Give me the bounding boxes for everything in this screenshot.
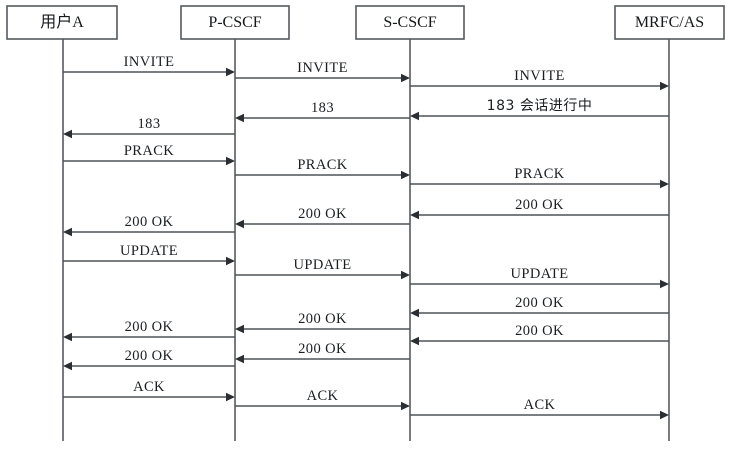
message-pcscf-to-scscf: PRACK bbox=[235, 157, 410, 180]
message-scscf-to-mrfc: INVITE bbox=[410, 68, 669, 91]
message-arrow-head bbox=[410, 308, 419, 318]
message-label: INVITE bbox=[297, 60, 348, 76]
message-arrow-head bbox=[226, 256, 235, 266]
message-arrow-head bbox=[401, 73, 410, 83]
message-label: 183 bbox=[138, 116, 161, 132]
message-pcscf-to-ua: 183 bbox=[63, 116, 235, 139]
message-scscf-to-pcscf: 183 bbox=[235, 100, 410, 123]
message-ua-to-pcscf: INVITE bbox=[63, 54, 235, 77]
message-arrow-head bbox=[660, 179, 669, 189]
actor-label-ua: 用户A bbox=[40, 13, 84, 31]
message-pcscf-to-scscf: INVITE bbox=[235, 60, 410, 83]
message-arrow-head bbox=[235, 219, 244, 229]
message-label: PRACK bbox=[514, 166, 564, 182]
message-pcscf-to-scscf: UPDATE bbox=[235, 257, 410, 280]
message-label: INVITE bbox=[514, 68, 565, 84]
message-mrfc-to-scscf: 200 OK bbox=[410, 323, 669, 346]
message-label: PRACK bbox=[297, 157, 347, 173]
message-pcscf-to-ua: 200 OK bbox=[63, 319, 235, 342]
message-label: 200 OK bbox=[125, 319, 174, 335]
message-label: 200 OK bbox=[515, 295, 564, 311]
message-arrow-head bbox=[226, 156, 235, 166]
message-mrfc-to-scscf: 183 会话进行中 bbox=[410, 98, 669, 121]
message-scscf-to-pcscf: 200 OK bbox=[235, 206, 410, 229]
message-label: PRACK bbox=[124, 143, 174, 159]
message-ua-to-pcscf: UPDATE bbox=[63, 243, 235, 266]
message-label: ACK bbox=[307, 388, 339, 404]
message-arrow-head bbox=[410, 210, 419, 220]
message-label: ACK bbox=[133, 379, 165, 395]
message-arrow-head bbox=[226, 392, 235, 402]
message-arrow-head bbox=[410, 111, 419, 121]
message-scscf-to-mrfc: UPDATE bbox=[410, 266, 669, 289]
message-label: UPDATE bbox=[120, 243, 178, 259]
actor-box-scscf[interactable]: S-CSCF bbox=[355, 5, 465, 40]
message-arrow-head bbox=[226, 67, 235, 77]
actor-label-mrfc: MRFC/AS bbox=[635, 14, 704, 31]
lifelines-layer bbox=[62, 39, 670, 441]
message-arrow-head bbox=[235, 354, 244, 364]
message-arrow-head bbox=[63, 129, 72, 139]
actor-box-mrfc[interactable]: MRFC/AS bbox=[614, 5, 725, 40]
message-arrow-head bbox=[235, 113, 244, 123]
message-arrow-head bbox=[401, 170, 410, 180]
message-arrow-head bbox=[660, 279, 669, 289]
message-label: 183 bbox=[311, 100, 334, 116]
message-mrfc-to-scscf: 200 OK bbox=[410, 295, 669, 318]
message-ua-to-pcscf: ACK bbox=[63, 379, 235, 402]
message-arrow-head bbox=[660, 410, 669, 420]
message-arrow-head bbox=[660, 81, 669, 91]
message-label: 200 OK bbox=[125, 214, 174, 230]
message-label: 200 OK bbox=[298, 206, 347, 222]
actors-layer: 用户A P-CSCF S-CSCF MRFC/AS bbox=[6, 5, 725, 40]
message-label: 200 OK bbox=[515, 323, 564, 339]
message-pcscf-to-ua: 200 OK bbox=[63, 214, 235, 237]
message-arrow-head bbox=[63, 227, 72, 237]
message-label: ACK bbox=[524, 397, 556, 413]
message-mrfc-to-scscf: 200 OK bbox=[410, 197, 669, 220]
actor-label-pcscf: P-CSCF bbox=[208, 14, 261, 31]
message-arrow-head bbox=[63, 332, 72, 342]
message-scscf-to-pcscf: 200 OK bbox=[235, 341, 410, 364]
message-arrow-head bbox=[63, 361, 72, 371]
actor-label-scscf: S-CSCF bbox=[383, 14, 436, 31]
message-label: UPDATE bbox=[294, 257, 352, 273]
message-label: INVITE bbox=[124, 54, 175, 70]
message-label: UPDATE bbox=[511, 266, 569, 282]
message-label: 200 OK bbox=[298, 341, 347, 357]
message-scscf-to-pcscf: 200 OK bbox=[235, 311, 410, 334]
message-scscf-to-mrfc: ACK bbox=[410, 397, 669, 420]
message-arrow-head bbox=[401, 401, 410, 411]
message-arrow-head bbox=[410, 336, 419, 346]
message-pcscf-to-scscf: ACK bbox=[235, 388, 410, 411]
message-arrow-head bbox=[235, 324, 244, 334]
message-ua-to-pcscf: PRACK bbox=[63, 143, 235, 166]
message-label: 200 OK bbox=[298, 311, 347, 327]
actor-box-pcscf[interactable]: P-CSCF bbox=[180, 5, 290, 40]
message-arrow-head bbox=[401, 270, 410, 280]
message-pcscf-to-ua: 200 OK bbox=[63, 348, 235, 371]
message-label: 200 OK bbox=[515, 197, 564, 213]
message-label: 183 会话进行中 bbox=[487, 98, 593, 114]
actor-box-ua[interactable]: 用户A bbox=[6, 5, 118, 40]
message-scscf-to-mrfc: PRACK bbox=[410, 166, 669, 189]
message-label: 200 OK bbox=[125, 348, 174, 364]
